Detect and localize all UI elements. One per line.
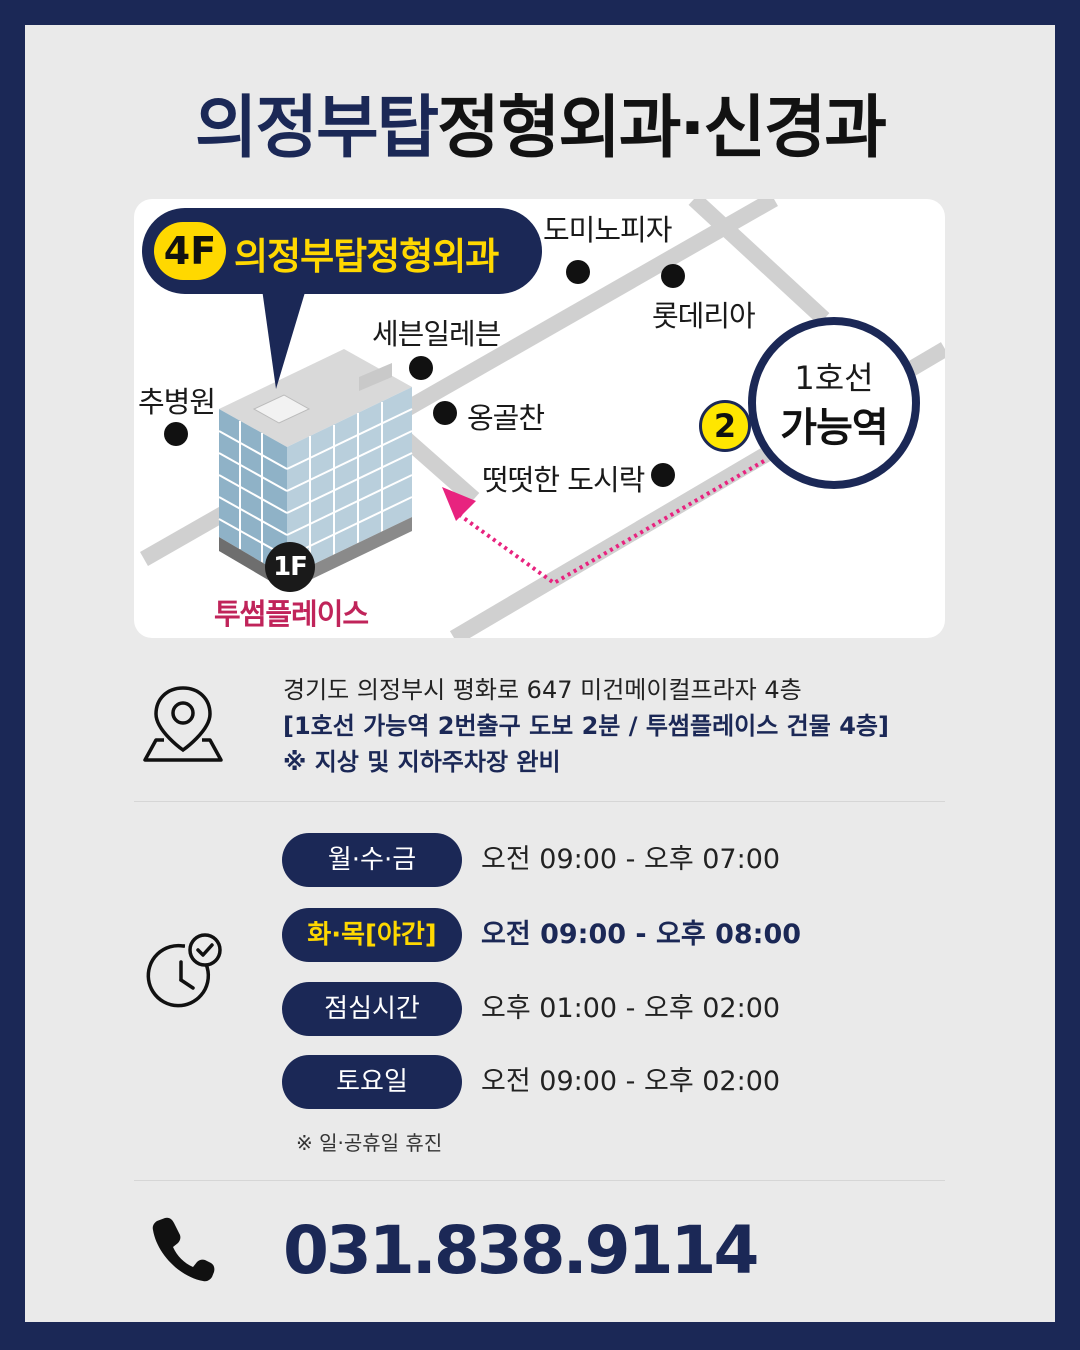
hours-day-mwf: 월·수·금 — [282, 833, 462, 887]
landmark-seven-eleven: 세븐일레븐 — [372, 317, 501, 351]
hours-time-night: 오전 09:00 - 오후 08:00 — [481, 919, 802, 950]
lotteria-marker — [661, 264, 685, 288]
onggolchan-marker — [433, 401, 457, 425]
location-map: 4F 의정부탑정형외과 도미노피자 롯데리아 세븐일레븐 추병원 옹골찬 떳떳한… — [134, 199, 945, 638]
hours-day-lunch: 점심시간 — [282, 982, 462, 1036]
hours-day-saturday: 토요일 — [282, 1055, 462, 1109]
building-illustration — [218, 349, 413, 591]
building-tenant-name: 투썸플레이스 — [214, 597, 369, 631]
dosirak-marker — [651, 463, 675, 487]
walking-route — [442, 459, 766, 586]
title-departments: 정형외과·신경과 — [437, 89, 887, 168]
section-divider — [134, 801, 945, 802]
callout-clinic-name: 의정부탑정형외과 — [234, 235, 499, 278]
address-block: 경기도 의정부시 평화로 647 미건메이컬프라자 4층 [1호선 가능역 2번… — [283, 672, 889, 780]
station-circle: 1호선 가능역 — [748, 317, 920, 489]
seven-eleven-marker — [409, 356, 433, 380]
section-divider — [134, 1180, 945, 1181]
map-pin-icon — [143, 686, 223, 762]
station-line: 1호선 — [794, 359, 874, 397]
callout-pointer — [262, 289, 306, 389]
landmark-chu-hospital: 추병원 — [138, 385, 216, 419]
address-line: 경기도 의정부시 평화로 647 미건메이컬프라자 4층 — [283, 676, 802, 704]
landmark-dosirak: 떳떳한 도시락 — [482, 463, 645, 497]
floor-badge-4f: 4F — [154, 222, 226, 280]
floor-badge-1f: 1F — [265, 542, 315, 592]
clinic-callout: 4F 의정부탑정형외과 — [142, 208, 542, 294]
dominos-marker — [566, 260, 590, 284]
chu-hospital-marker — [164, 422, 188, 446]
holiday-note: ※ 일·공휴일 휴진 — [296, 1131, 443, 1155]
hours-time-saturday: 오전 09:00 - 오후 02:00 — [481, 1066, 781, 1097]
hours-time-lunch: 오후 01:00 - 오후 02:00 — [481, 993, 781, 1024]
parking-note: ※ 지상 및 지하주차장 완비 — [283, 748, 561, 776]
exit-number-badge: 2 — [699, 400, 751, 452]
landmark-dominos: 도미노피자 — [543, 213, 672, 247]
phone-number[interactable]: 031.838.9114 — [283, 1212, 759, 1289]
clock-check-icon — [146, 933, 222, 1008]
landmark-lotteria: 롯데리아 — [652, 299, 756, 333]
station-name: 가능역 — [780, 405, 888, 451]
directions-line: [1호선 가능역 2번출구 도보 2분 / 투썸플레이스 건물 4층] — [283, 712, 889, 740]
landmark-onggolchan: 옹골찬 — [467, 401, 545, 435]
hours-time-mwf: 오전 09:00 - 오후 07:00 — [481, 844, 781, 875]
phone-icon — [152, 1217, 215, 1282]
hours-day-night: 화·목[야간] — [282, 908, 462, 962]
title-clinic-name: 의정부탑 — [194, 89, 439, 168]
page-title: 의정부탑정형외과·신경과 — [0, 72, 1080, 171]
